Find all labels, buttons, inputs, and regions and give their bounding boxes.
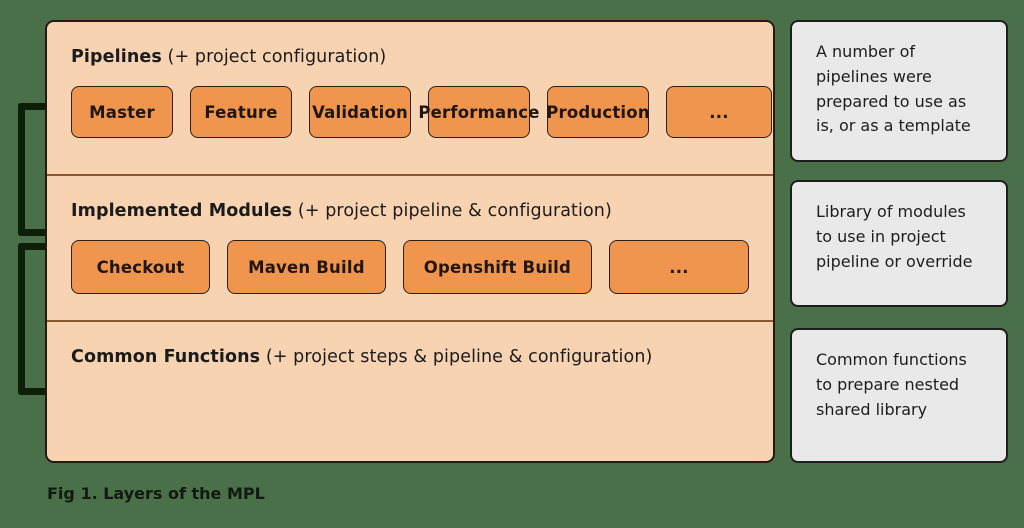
- note-modules: Library of modules to use in project pip…: [790, 180, 1008, 307]
- chip-openshift-build[interactable]: Openshift Build: [402, 240, 592, 294]
- layer-modules-title: Implemented Modules (+ project pipeline …: [71, 176, 749, 221]
- note-common: Common functions to prepare nested share…: [790, 328, 1008, 463]
- grouping-bracket-bottom: [18, 243, 52, 395]
- chip-maven-build[interactable]: Maven Build: [227, 240, 386, 294]
- layer-pipelines-title-strong: Pipelines: [71, 47, 162, 67]
- layer-pipelines-chip-row: Master Feature Validation Performance Pr…: [71, 86, 772, 138]
- chip-checkout[interactable]: Checkout: [71, 240, 211, 294]
- figure-caption: Fig 1. Layers of the MPL: [47, 484, 265, 503]
- layer-modules-title-strong: Implemented Modules: [71, 201, 293, 221]
- layer-common-functions: Common Functions (+ project steps & pipe…: [47, 320, 773, 461]
- layer-implemented-modules: Implemented Modules (+ project pipeline …: [47, 174, 773, 320]
- layer-modules-title-light: (+ project pipeline & configuration): [297, 201, 612, 221]
- layer-pipelines-title: Pipelines (+ project configuration): [71, 22, 749, 67]
- layers-panel: Pipelines (+ project configuration) Mast…: [45, 20, 775, 463]
- chip-modules-more[interactable]: ...: [609, 240, 749, 294]
- chip-pipelines-more[interactable]: ...: [666, 86, 772, 138]
- chip-validation[interactable]: Validation: [309, 86, 411, 138]
- layer-common-title-strong: Common Functions: [71, 347, 261, 367]
- layer-pipelines: Pipelines (+ project configuration) Mast…: [47, 22, 773, 174]
- chip-master[interactable]: Master: [71, 86, 173, 138]
- layer-common-title: Common Functions (+ project steps & pipe…: [71, 322, 749, 367]
- layer-common-title-light: (+ project steps & pipeline & configurat…: [265, 347, 653, 367]
- layer-pipelines-title-light: (+ project configuration): [167, 47, 387, 67]
- chip-production[interactable]: Production: [546, 86, 650, 138]
- chip-performance[interactable]: Performance: [418, 86, 539, 138]
- grouping-bracket-top: [18, 103, 52, 236]
- layer-modules-chip-row: Checkout Maven Build Openshift Build ...: [71, 240, 749, 294]
- note-pipelines: A number of pipelines were prepared to u…: [790, 20, 1008, 162]
- chip-feature[interactable]: Feature: [190, 86, 292, 138]
